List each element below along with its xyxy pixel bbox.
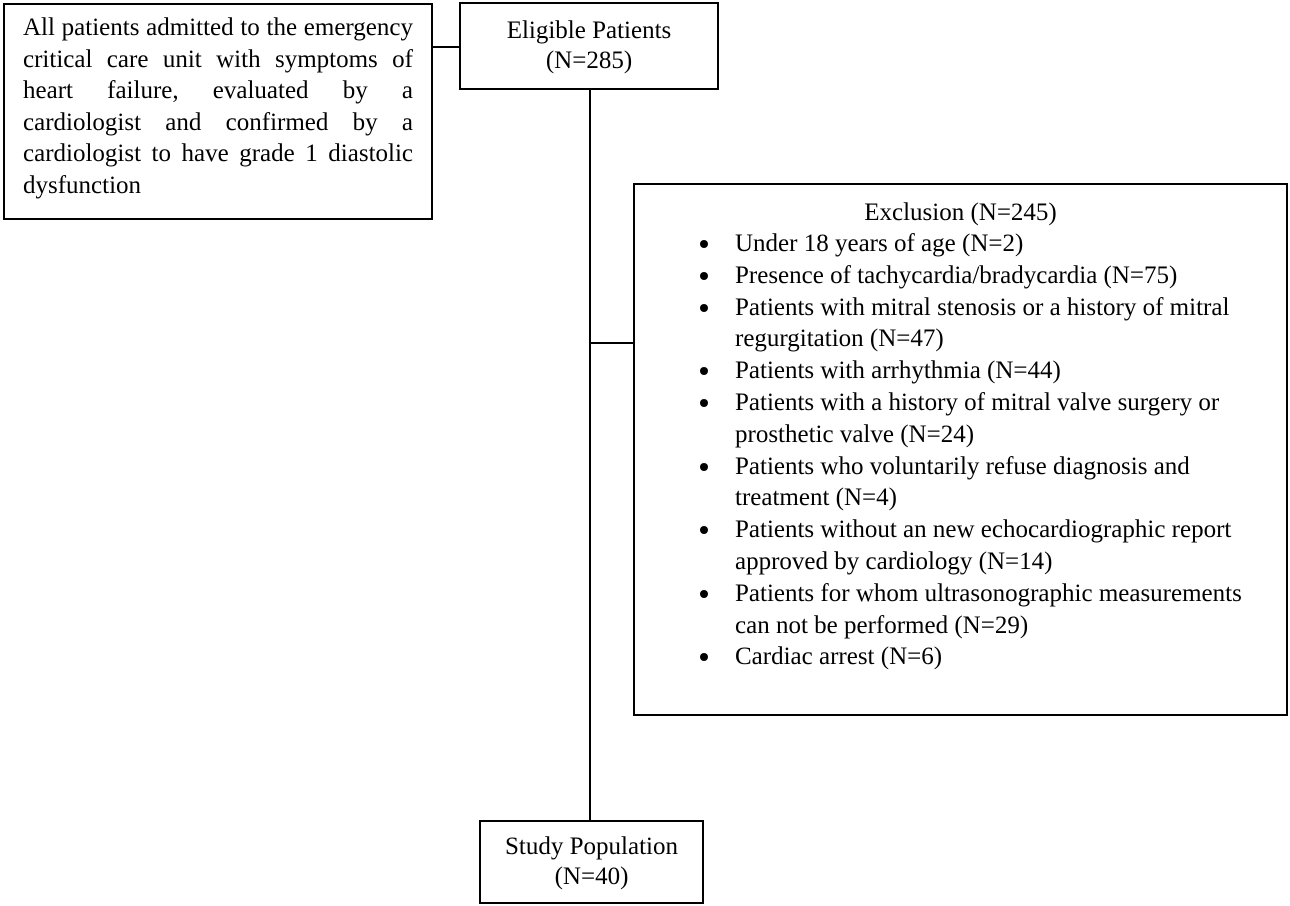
exclusion-item: Patients with a history of mitral valve …: [645, 387, 1276, 451]
exclusion-item-text: Patients without an new echocardiographi…: [735, 516, 1232, 575]
study-population-count: (N=40): [554, 863, 629, 890]
exclusion-list: Under 18 years of age (N=2) Presence of …: [645, 228, 1276, 673]
exclusion-item-text: Patients with mitral stenosis or a histo…: [735, 293, 1230, 353]
exclusion-item: Cardiac arrest (N=6): [645, 641, 1276, 673]
exclusion-item-text: Patients with arrhythmia (N=44): [735, 357, 1061, 385]
bullet-icon: [700, 653, 708, 662]
exclusion-item-text: Patients with a history of mitral valve …: [735, 388, 1220, 448]
exclusion-item: Patients who voluntarily refuse diagnosi…: [645, 451, 1276, 515]
exclusion-item-text: Patients who voluntarily refuse diagnosi…: [735, 452, 1190, 512]
connector-main-vertical: [589, 90, 591, 821]
bullet-icon: [700, 271, 708, 280]
study-population-title: Study Population: [505, 833, 678, 860]
bullet-icon: [700, 526, 708, 535]
exclusion-item-text: Cardiac arrest (N=6): [735, 643, 943, 671]
exclusion-item: Patients with arrhythmia (N=44): [645, 355, 1276, 387]
eligible-patients-title: Eligible Patients: [506, 17, 672, 44]
eligible-patients-count: (N=285): [545, 47, 633, 74]
bullet-icon: [700, 367, 708, 376]
bullet-icon: [700, 240, 708, 248]
exclusion-item: Under 18 years of age (N=2): [645, 228, 1276, 260]
inclusion-criteria-text: All patients admitted to the emergency c…: [23, 14, 413, 199]
bullet-icon: [700, 303, 708, 312]
connector-to-exclusion: [589, 342, 634, 344]
study-population-box: Study Population (N=40): [479, 820, 704, 904]
exclusion-box: Exclusion (N=245) Under 18 years of age …: [633, 183, 1288, 716]
exclusion-item-text: Under 18 years of age (N=2): [735, 230, 1024, 257]
eligible-patients-box: Eligible Patients (N=285): [459, 2, 719, 90]
connector-criteria-to-eligible: [433, 46, 459, 48]
exclusion-item: Patients with mitral stenosis or a histo…: [645, 292, 1276, 356]
bullet-icon: [700, 462, 708, 471]
bullet-icon: [700, 589, 708, 598]
exclusion-item-text: Presence of tachycardia/bradycardia (N=7…: [735, 261, 1178, 289]
exclusion-item: Presence of tachycardia/bradycardia (N=7…: [645, 260, 1276, 292]
exclusion-item: Patients for whom ultrasonographic measu…: [645, 578, 1276, 642]
exclusion-title: Exclusion (N=245): [864, 199, 1057, 226]
exclusion-item: Patients without an new echocardiographi…: [645, 514, 1276, 578]
exclusion-item-text: Patients for whom ultrasonographic measu…: [735, 579, 1242, 639]
inclusion-criteria-box: All patients admitted to the emergency c…: [3, 3, 433, 220]
bullet-icon: [700, 398, 708, 407]
